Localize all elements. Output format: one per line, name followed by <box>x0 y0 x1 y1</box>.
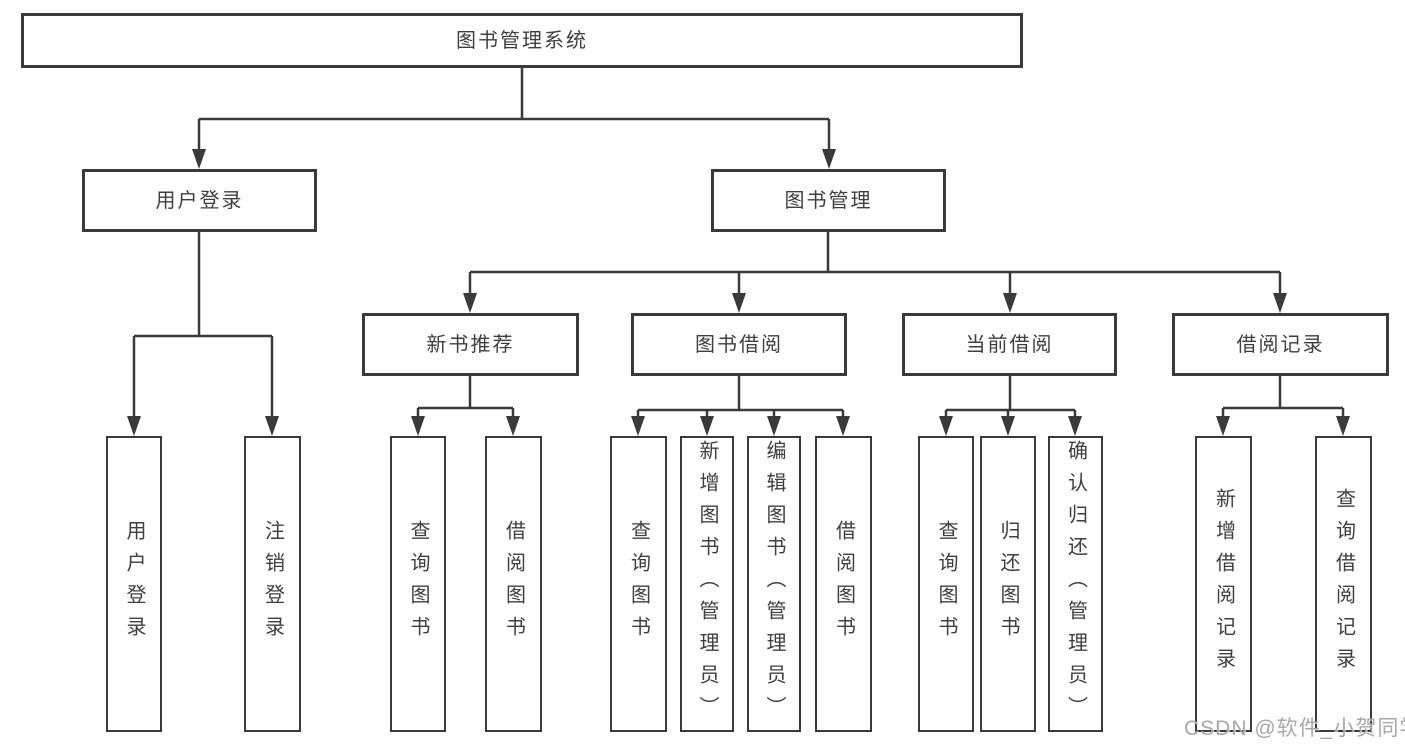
node-book-borrowing: 图书借阅 <box>631 313 847 376</box>
node-label: 当前借阅 <box>965 333 1054 356</box>
node-label: 用户登录 <box>123 520 145 648</box>
node-user-login: 用户登录 <box>82 169 317 232</box>
leaf-bb-add-books-admin: 新增图书（管理员） <box>680 436 734 732</box>
leaf-user-login: 用户登录 <box>106 436 162 732</box>
node-library-management-system: 图书管理系统 <box>21 13 1023 68</box>
node-label: 借阅图书 <box>502 520 525 648</box>
node-label: 编辑图书（管理员） <box>763 440 785 728</box>
leaf-br-add-record: 新增借阅记录 <box>1195 436 1252 732</box>
node-current-borrowing: 当前借阅 <box>902 313 1117 376</box>
leaf-bb-borrow-books: 借阅图书 <box>815 436 872 732</box>
node-label: 查询借阅记录 <box>1332 488 1355 680</box>
node-label: 新增图书（管理员） <box>696 440 718 728</box>
node-borrowing-records: 借阅记录 <box>1172 313 1389 376</box>
node-label: 查询图书 <box>407 520 429 648</box>
leaf-nbr-query-books: 查询图书 <box>390 436 446 732</box>
node-new-book-recommend: 新书推荐 <box>362 313 579 376</box>
arrowheads <box>127 149 1350 436</box>
node-label: 借阅图书 <box>832 520 855 648</box>
leaf-nbr-borrow-books: 借阅图书 <box>485 436 542 732</box>
leaf-bb-edit-books-admin: 编辑图书（管理员） <box>747 436 801 732</box>
leaf-br-query-record: 查询借阅记录 <box>1315 436 1372 732</box>
node-label: 图书借阅 <box>695 333 783 356</box>
node-label: 新书推荐 <box>426 333 515 356</box>
node-label: 归还图书 <box>997 520 1019 648</box>
node-label: 用户登录 <box>155 189 244 212</box>
watermark: CSDN @软件_小贺同学 <box>1184 717 1405 740</box>
node-label: 图书管理 <box>784 189 873 212</box>
leaf-bb-query-books: 查询图书 <box>610 436 667 732</box>
node-label: 借阅记录 <box>1236 333 1325 356</box>
leaf-logout: 注销登录 <box>244 436 301 732</box>
node-label: 查询图书 <box>627 520 650 648</box>
leaf-cb-query-books: 查询图书 <box>918 436 974 732</box>
node-label: 查询图书 <box>935 520 957 648</box>
leaf-cb-confirm-return-admin: 确认归还（管理员） <box>1048 436 1103 732</box>
node-label: 注销登录 <box>261 520 284 648</box>
node-label: 确认归还（管理员） <box>1064 440 1087 728</box>
node-label: 图书管理系统 <box>456 29 588 52</box>
node-book-management: 图书管理 <box>711 169 946 232</box>
node-label: 新增借阅记录 <box>1212 488 1235 680</box>
leaf-cb-return-books: 归还图书 <box>980 436 1036 732</box>
